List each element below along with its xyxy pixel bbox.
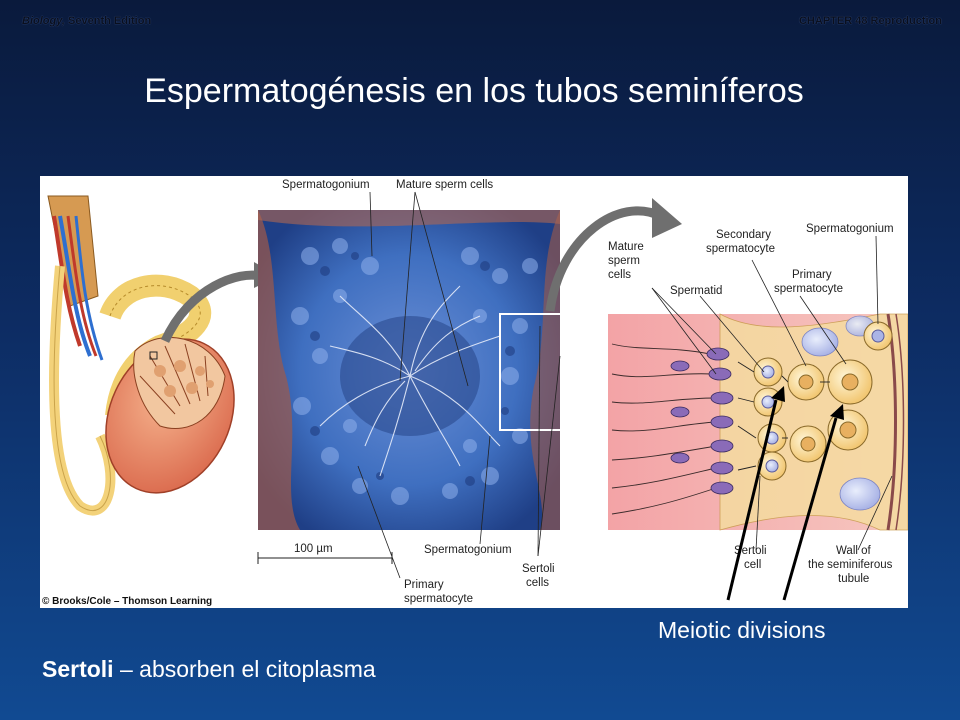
label-wall-1: Wall of — [836, 545, 872, 557]
curved-arrow-to-detail — [545, 206, 663, 312]
book-edition-header: Biology, Seventh Edition — [22, 15, 152, 27]
spermatogenesis-figure: Spermatogonium Mature sperm cells 100 µm… — [40, 176, 908, 608]
micrograph — [258, 191, 571, 579]
label-mature-sperm-top: Mature sperm cells — [396, 179, 493, 191]
label-wall-2: the seminiferous — [808, 559, 893, 571]
slide-title: Espermatogénesis en los tubos seminífero… — [144, 72, 804, 110]
meiotic-divisions-label: Meiotic divisions — [658, 617, 826, 643]
label-mature-sperm-right-2: sperm — [608, 255, 640, 267]
label-mature-sperm-right-3: cells — [608, 269, 631, 281]
label-spermatogonium-right: Spermatogonium — [806, 223, 894, 235]
label-secondary-spermatocyte-1: Secondary — [716, 229, 771, 241]
label-mature-sperm-right-1: Mature — [608, 241, 644, 253]
scale-bar — [257, 552, 393, 564]
arrowhead-icon — [652, 198, 682, 238]
label-primary-spermatocyte-1: Primary — [404, 579, 444, 591]
label-secondary-spermatocyte-2: spermatocyte — [706, 243, 775, 255]
label-scale-bar: 100 µm — [294, 543, 333, 555]
label-sertoli-cell-2: cell — [744, 559, 761, 571]
tubule-detail-illustration — [608, 235, 908, 551]
label-spermatid: Spermatid — [670, 285, 722, 297]
sertoli-note: Sertoli – absorben el citoplasma — [42, 656, 376, 682]
copyright-credit: © Brooks/Cole – Thomson Learning — [42, 596, 212, 607]
label-sertoli-cell-1: Sertoli — [734, 545, 767, 557]
label-spermatogonium-top: Spermatogonium — [282, 179, 370, 191]
arrowhead-icon — [830, 404, 844, 420]
label-wall-3: tubule — [838, 573, 869, 585]
label-sertoli-cells-1: Sertoli — [522, 563, 555, 575]
arrowhead-icon — [771, 386, 785, 402]
label-primary-spermatocyte-right-1: Primary — [792, 269, 832, 281]
chapter-header: CHAPTER 48 Reproduction — [798, 15, 942, 27]
label-spermatogonium-bottom: Spermatogonium — [424, 544, 512, 556]
label-sertoli-cells-2: cells — [526, 577, 549, 589]
testis-illustration — [47, 195, 235, 516]
label-primary-spermatocyte-2: spermatocyte — [404, 593, 473, 605]
label-primary-spermatocyte-right-2: spermatocyte — [774, 283, 843, 295]
curved-arrow-to-micrograph — [160, 270, 262, 343]
